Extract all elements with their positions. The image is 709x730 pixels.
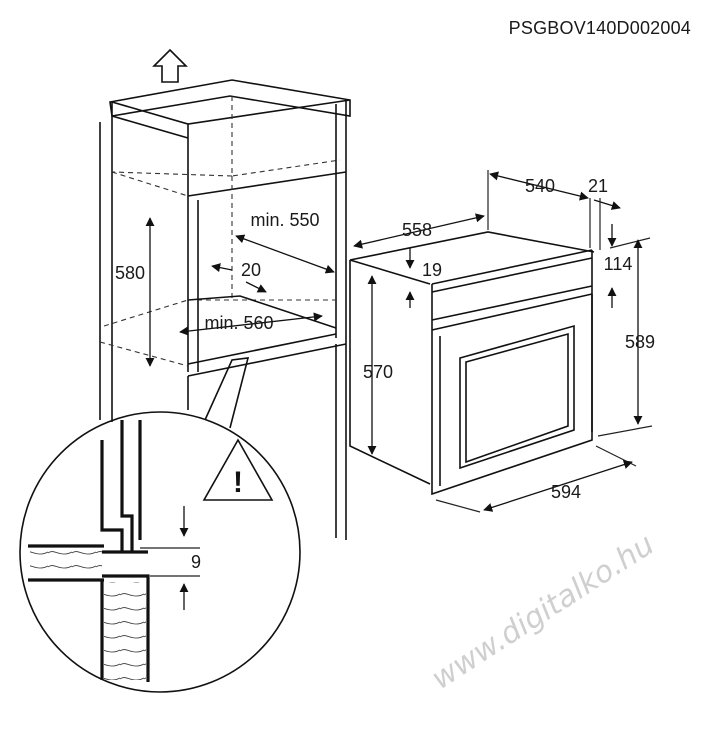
total-height-label: 589 xyxy=(625,332,655,352)
warning-mark: ! xyxy=(233,466,243,499)
niche-depth-label: min. 550 xyxy=(250,210,319,230)
model-code: PSGBOV140D002004 xyxy=(509,18,691,38)
detail-magnifier: ! xyxy=(19,357,301,693)
body-depth-inner-label: 540 xyxy=(525,176,555,196)
niche-width-label: min. 560 xyxy=(204,313,273,333)
niche-height-label: 580 xyxy=(115,263,145,283)
door-thickness-label: 21 xyxy=(588,176,608,196)
total-width-dim xyxy=(483,460,633,512)
panel-offset-label: 19 xyxy=(422,260,442,280)
body-height-label: 570 xyxy=(363,362,393,382)
warning-icon xyxy=(202,438,274,501)
rear-gap-label: 20 xyxy=(241,260,261,280)
watermark-text: www.digitalko.hu xyxy=(425,527,660,697)
total-width-label: 594 xyxy=(551,482,581,502)
cabinet xyxy=(99,48,351,540)
body-depth-label: 558 xyxy=(402,220,432,240)
oven xyxy=(349,170,653,513)
ventilation-up-arrow-icon xyxy=(152,48,188,83)
panel-height-label: 114 xyxy=(604,254,633,274)
gap-label: 9 xyxy=(191,552,201,572)
